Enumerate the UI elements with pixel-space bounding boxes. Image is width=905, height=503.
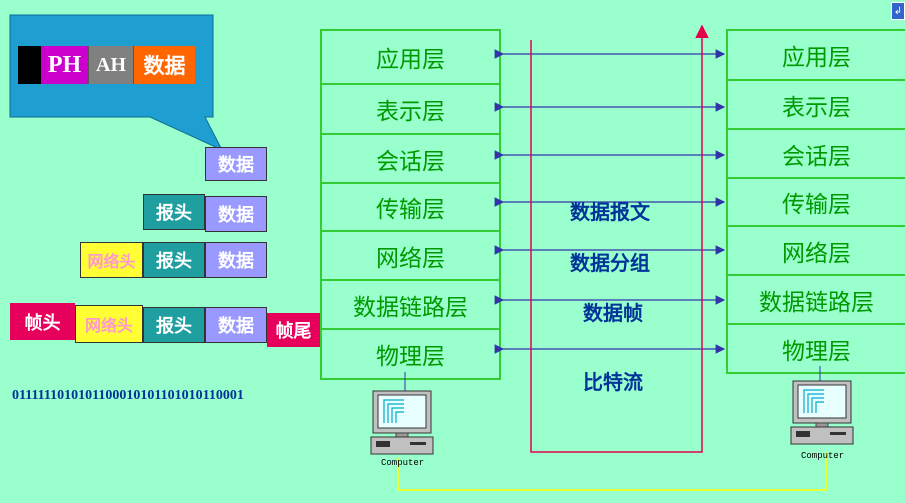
right-layer-physical: 物理层: [726, 323, 905, 374]
pdu-black-segment: [18, 46, 41, 84]
right-computer-label: Computer: [801, 451, 845, 461]
net-header-block-4: 网络头: [75, 305, 143, 343]
frame-tail-block: 帧尾: [267, 313, 320, 347]
unit-frame-label: 数据帧: [583, 301, 643, 325]
pdu-ph: PH: [41, 46, 88, 84]
data-block-1: 数据: [205, 147, 267, 181]
header-block-2: 报头: [143, 194, 205, 230]
pdu-data: 数据: [133, 46, 195, 84]
header-block-3: 报头: [143, 242, 205, 278]
unit-packet-label: 数据分组: [570, 251, 650, 275]
pdu-ah: AH: [88, 46, 133, 84]
right-layer-datalink: 数据链路层: [726, 274, 905, 325]
data-flow-path: [530, 24, 709, 453]
network-cable: [397, 452, 827, 491]
header-block-4: 报头: [143, 307, 205, 343]
left-computer-icon: [370, 390, 434, 455]
frame-head-block: 帧头: [10, 303, 75, 340]
right-layer-application: 应用层: [726, 29, 905, 81]
right-computer-icon: [790, 380, 854, 445]
unit-bitstream-label: 比特流: [583, 370, 643, 394]
data-block-4: 数据: [205, 307, 267, 343]
net-header-block-3: 网络头: [80, 242, 143, 278]
unit-segment-label: 数据报文: [570, 200, 650, 224]
callout-pdu: PH AH 数据: [18, 46, 195, 84]
right-layer-session: 会话层: [726, 128, 905, 179]
data-block-2: 数据: [205, 196, 267, 232]
left-layer-datalink: 数据链路层: [320, 279, 501, 330]
data-block-3: 数据: [205, 242, 267, 278]
left-layer-application: 应用层: [320, 29, 501, 85]
right-layer-transport: 传输层: [726, 177, 905, 227]
bitstream: 0111111010101100010101101010110001: [12, 388, 244, 403]
left-layer-presentation: 表示层: [320, 83, 501, 135]
left-computer-label: Computer: [381, 458, 425, 468]
right-layer-presentation: 表示层: [726, 79, 905, 130]
left-layer-physical: 物理层: [320, 328, 501, 380]
